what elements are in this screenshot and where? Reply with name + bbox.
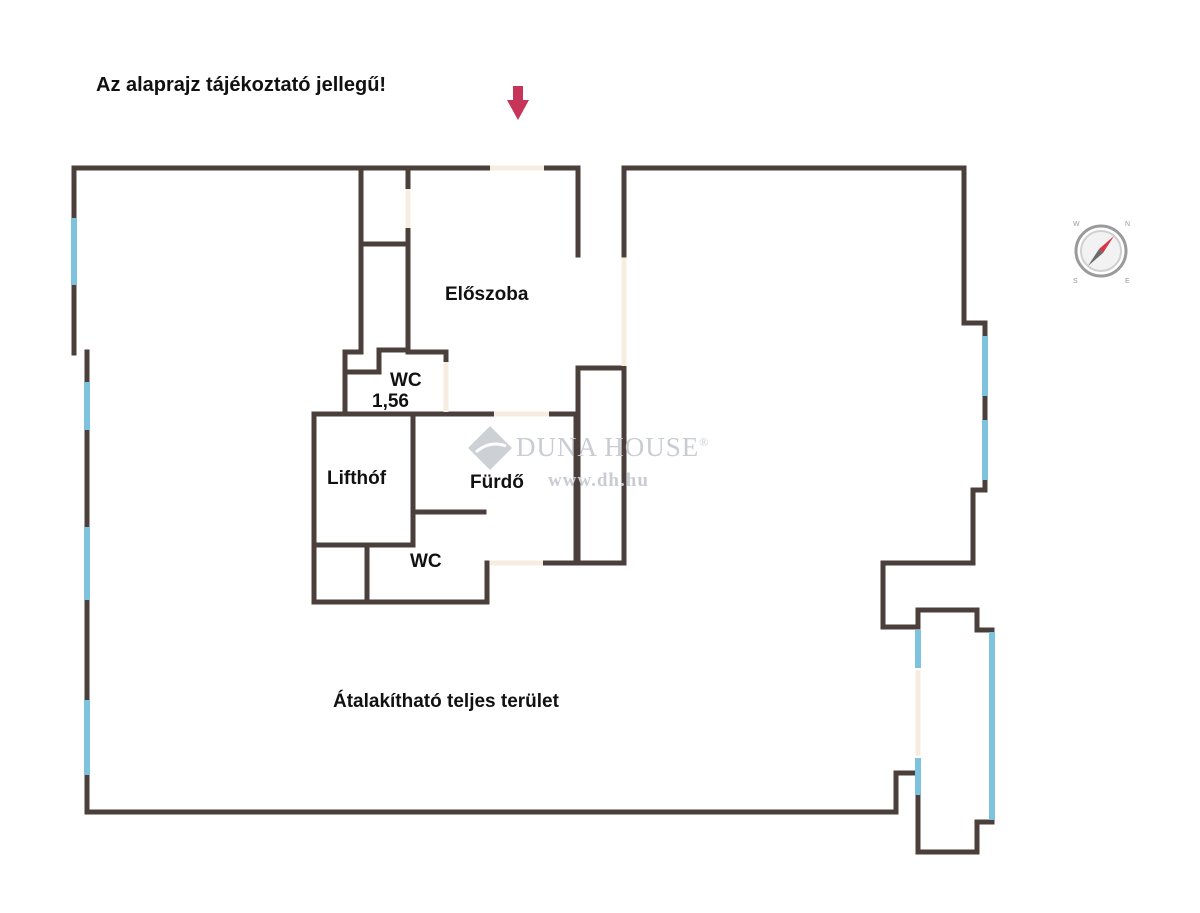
svg-text:W: W [1073,221,1080,228]
registered-mark: ® [699,435,710,449]
svg-text:S: S [1073,278,1078,285]
walls [71,165,995,855]
doors [405,165,921,756]
disclaimer-text: Az alaprajz tájékoztató jellegű! [96,74,387,96]
svg-text:E: E [1125,278,1130,285]
room-label-furdo: Fürdő [470,472,524,493]
room-label-open-area: Átalakítható teljes terület [333,691,559,712]
room-label-wc-small: WC [390,370,422,391]
duct-wall [575,365,627,566]
room-label-lifthof: Lifthóf [327,468,387,489]
lifthof-wall [311,411,490,605]
room-label-wc-lower: WC [410,551,442,572]
compass-icon: W N S E [1073,221,1130,285]
inner-closet-wall [342,165,364,417]
duna-house-logo-icon [468,426,512,470]
watermark-brand-text: DUNA HOUSE [516,432,700,462]
windows [71,218,995,820]
room-area-wc-small: 1,56 [372,391,409,412]
watermark-brand: DUNA HOUSE® [516,432,709,463]
outer-wall-top-right-segment [543,165,581,258]
balcony-wall [915,607,995,855]
arrow-down-icon [507,86,529,120]
outer-wall-left-top [71,165,491,356]
svg-text:N: N [1125,221,1130,228]
wc-small-wall [405,349,449,363]
inner-hall-wall-2 [342,227,411,375]
room-label-eloszoba: Előszoba [445,284,529,305]
right-unit-wall [621,165,988,630]
outer-wall-left-lower [84,349,921,815]
watermark-url: www.dh.hu [548,470,649,491]
